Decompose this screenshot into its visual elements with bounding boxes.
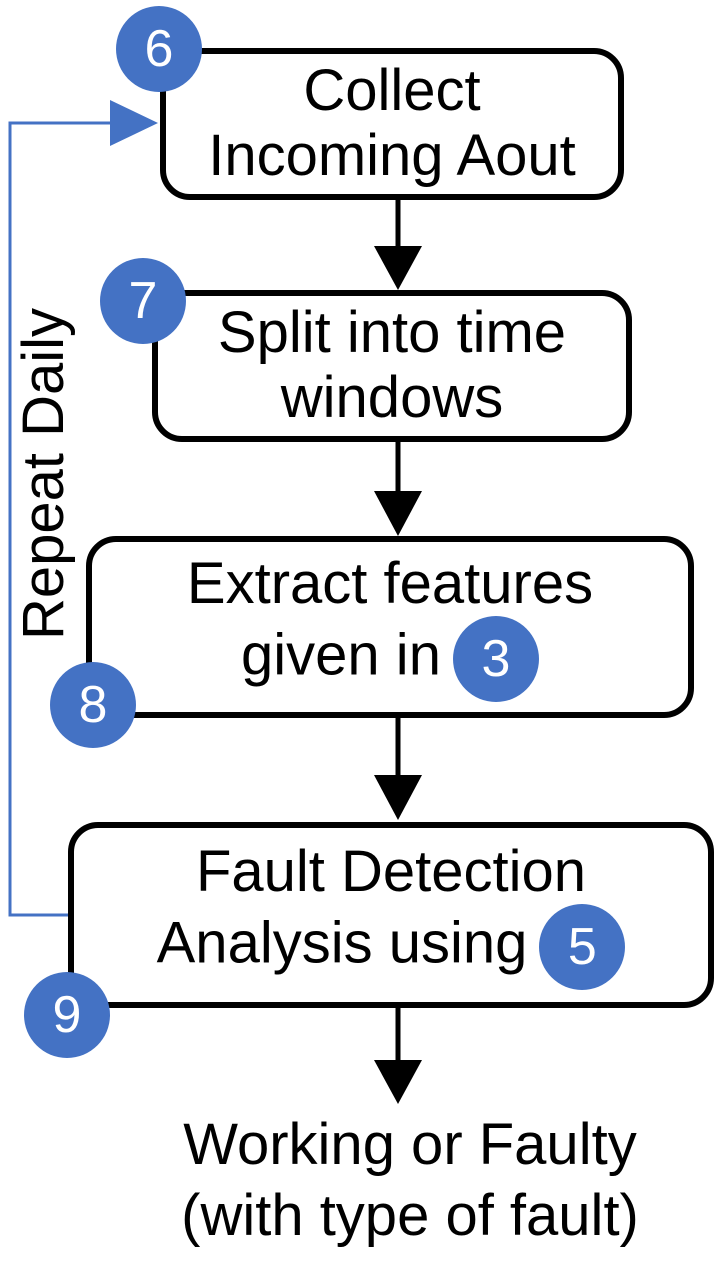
step-badge-9: 9 bbox=[24, 972, 110, 1058]
step-badge-8: 8 bbox=[50, 662, 136, 748]
step-extract-line1: Extract features bbox=[186, 550, 594, 616]
output-label: Working or Faulty (with type of fault) bbox=[110, 1110, 710, 1252]
loop-label: Repeat Daily bbox=[11, 307, 76, 640]
repeat-loop-arrow bbox=[8, 100, 158, 917]
step-collect-line2: Incoming Aout bbox=[208, 123, 576, 188]
step-badge-6: 6 bbox=[116, 6, 202, 92]
step-split-box: Split into time windows bbox=[152, 290, 632, 442]
step-extract-line2: given in bbox=[241, 622, 441, 688]
step-collect-line1: Collect bbox=[303, 58, 481, 124]
output-line2: (with type of fault) bbox=[181, 1182, 639, 1248]
step-badge-7: 7 bbox=[100, 258, 186, 344]
step-collect-box: Collect Incoming Aout bbox=[160, 48, 624, 200]
step-detect-line2: Analysis using bbox=[156, 910, 528, 976]
arrow-step3-to-step4 bbox=[374, 718, 422, 820]
step-split-line2: windows bbox=[280, 365, 504, 430]
ref-badge-3: 3 bbox=[452, 616, 539, 703]
step-detect-line1: Fault Detection bbox=[195, 838, 587, 904]
arrow-step4-to-output bbox=[374, 1006, 422, 1104]
output-line1: Working or Faulty bbox=[183, 1112, 637, 1177]
ref-badge-5: 5 bbox=[539, 904, 626, 991]
step-split-line1: Split into time bbox=[217, 300, 567, 366]
arrow-step2-to-step3 bbox=[374, 440, 422, 536]
arrow-step1-to-step2 bbox=[374, 198, 422, 290]
